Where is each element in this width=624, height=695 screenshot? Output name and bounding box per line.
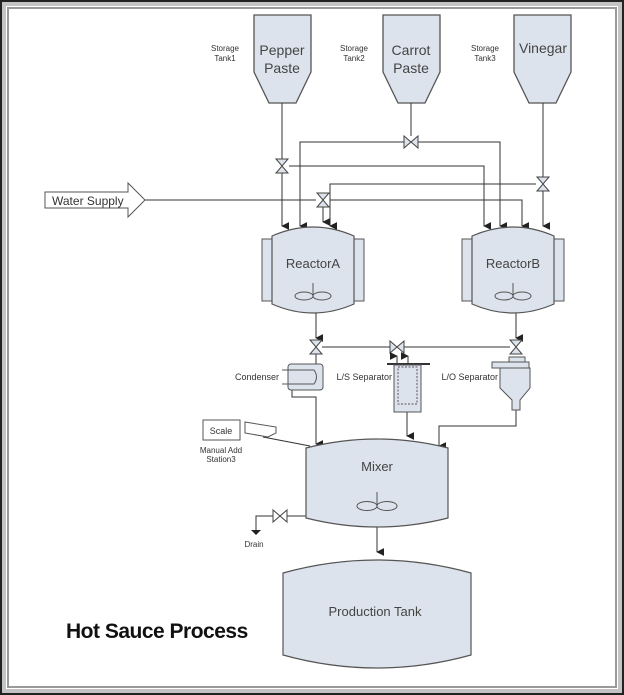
tank1-content-line2: Paste (264, 60, 300, 76)
reactor-a[interactable]: ReactorA (261, 226, 365, 314)
tank3-label-line2: Tank3 (474, 54, 496, 63)
pipe-network-middle (255, 313, 524, 556)
manual-add-label-line1: Manual Add (200, 446, 242, 455)
storage-tank-3[interactable]: Vinegar (513, 14, 572, 104)
valve-tank3[interactable] (535, 176, 551, 192)
lo-separator-label: L/O Separator (441, 372, 498, 382)
frame-border-inner (7, 7, 617, 688)
lo-separator[interactable] (491, 356, 531, 411)
tank2-content-line1: Carrot (392, 42, 431, 58)
valve-reactor-b-out[interactable] (508, 339, 524, 355)
production-tank[interactable]: Production Tank (282, 559, 472, 669)
tank2-label-line1: Storage (340, 44, 369, 53)
valve-tank2[interactable] (403, 134, 419, 150)
tank3-label-line1: Storage (471, 44, 500, 53)
valve-transfer[interactable] (389, 339, 405, 355)
storage-tank-1[interactable]: Pepper Paste (253, 14, 312, 104)
reactor-b[interactable]: ReactorB (461, 226, 565, 314)
water-supply-label: Water Supply (52, 194, 124, 208)
valve-drain[interactable] (272, 508, 288, 524)
mixer[interactable]: Mixer (305, 438, 449, 528)
tank1-label-line1: Storage (211, 44, 240, 53)
tank3-content-line1: Vinegar (519, 40, 567, 56)
condenser[interactable] (282, 363, 324, 391)
drain-symbol (251, 530, 261, 535)
tank2-label-line2: Tank2 (343, 54, 365, 63)
production-tank-label: Production Tank (329, 604, 422, 619)
water-supply-arrow[interactable]: Water Supply (44, 181, 146, 219)
agitator-icon (294, 283, 332, 301)
reactor-a-label: ReactorA (286, 256, 341, 271)
tank2-content-line2: Paste (393, 60, 429, 76)
agitator-icon (356, 492, 398, 511)
agitator-icon (494, 283, 532, 301)
reactor-b-label: ReactorB (486, 256, 540, 271)
tank1-label-line2: Tank1 (214, 54, 236, 63)
tank1-content-line1: Pepper (259, 42, 304, 58)
chute (244, 421, 277, 438)
storage-tank-2[interactable]: Carrot Paste (382, 14, 441, 104)
scale-box (202, 419, 241, 441)
manual-add-station[interactable]: Scale (202, 419, 277, 441)
manual-add-label-line2: Station3 (206, 455, 236, 464)
ls-separator-label: L/S Separator (336, 372, 392, 382)
valve-tank1[interactable] (274, 158, 290, 174)
drain-label: Drain (244, 540, 263, 549)
scale-label: Scale (210, 426, 233, 436)
page-title: Hot Sauce Process (66, 620, 248, 643)
valve-reactor-a-out[interactable] (308, 339, 324, 355)
mixer-label: Mixer (361, 459, 393, 474)
condenser-label: Condenser (235, 372, 279, 382)
valve-water[interactable] (315, 192, 331, 208)
pipe-network (144, 103, 551, 230)
ls-separator[interactable] (387, 352, 430, 413)
